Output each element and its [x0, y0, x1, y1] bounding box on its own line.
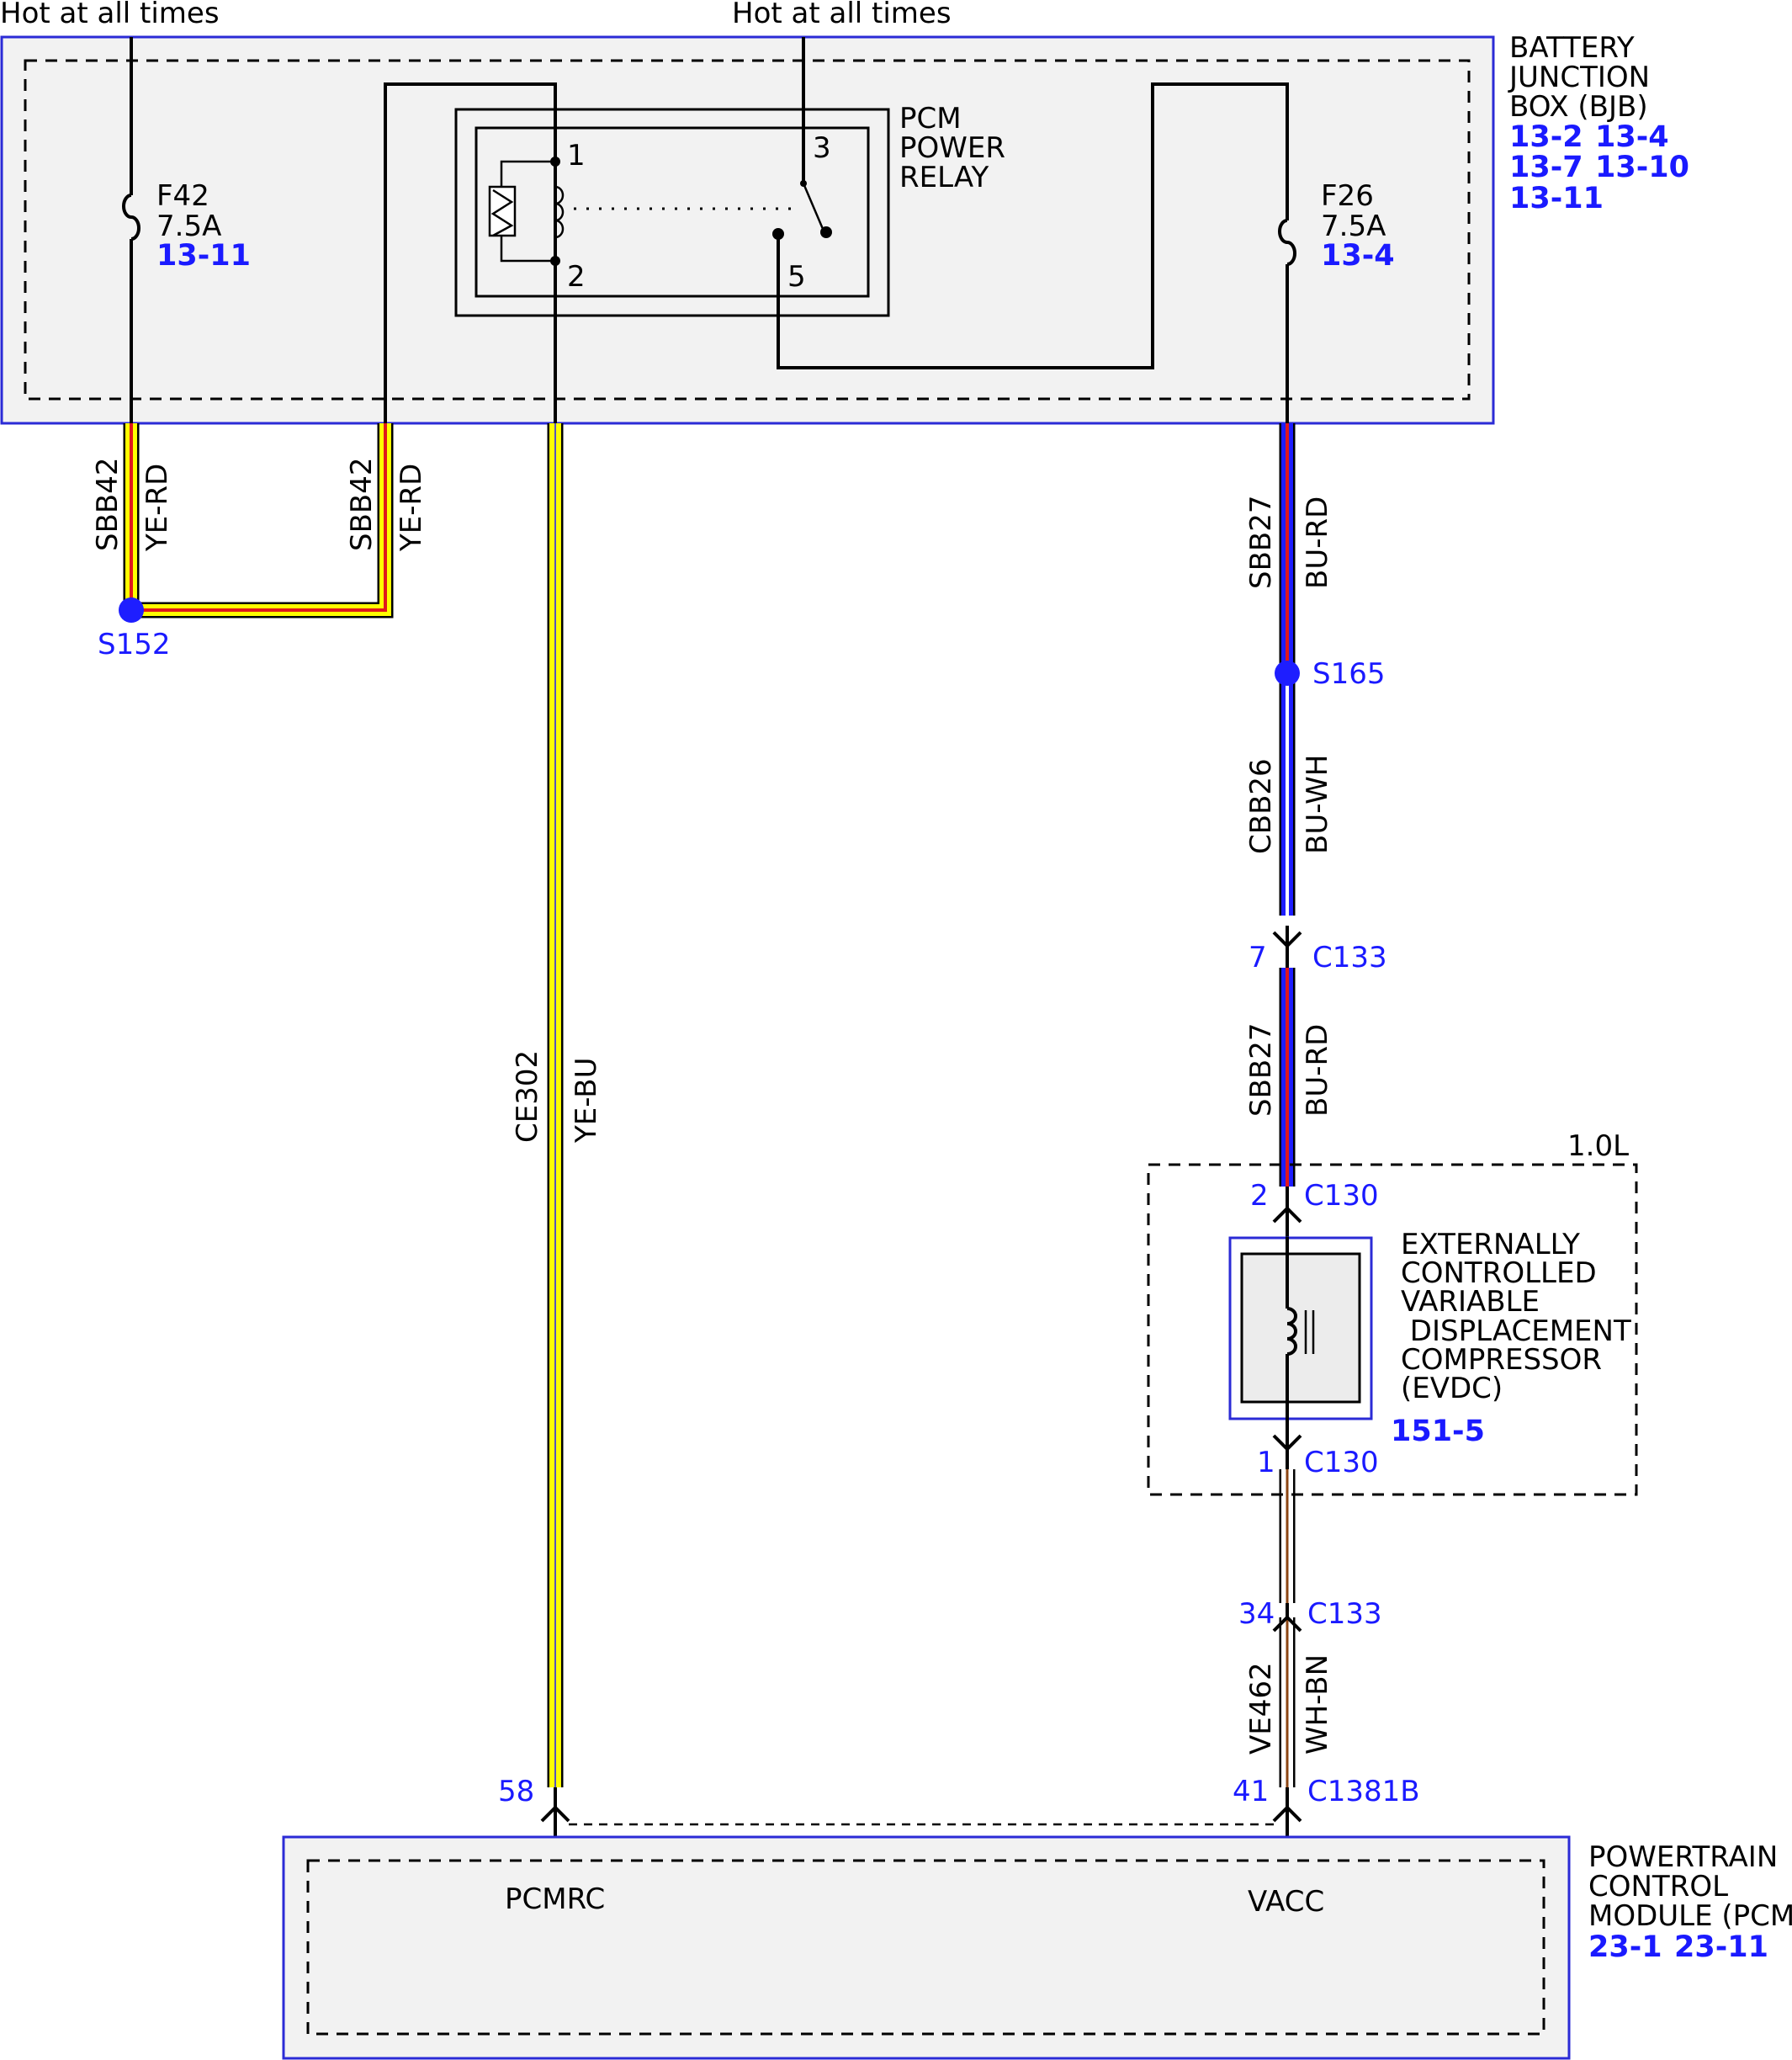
evdc-label-6: (EVDC) [1401, 1372, 1503, 1405]
c133-bottom-name: C133 [1307, 1597, 1382, 1631]
c130-top-pin: 2 [1250, 1179, 1269, 1213]
evdc-label-5: COMPRESSOR [1401, 1343, 1602, 1377]
power-label-right: Hot at all times [732, 0, 952, 30]
pcm-ref-23-11[interactable]: 23-11 [1674, 1930, 1768, 1964]
engine-option-boundary [1147, 1163, 1638, 1496]
relay-label-1: PCM [899, 102, 962, 135]
relay-label-2: POWER [899, 131, 1005, 165]
pcm-pin-pcmrc: PCMRC [505, 1882, 605, 1916]
wire-cbb26-circuit: CBB26 [1244, 758, 1278, 854]
wire-sbb42-left-circuit: SBB42 [91, 458, 125, 552]
c130-bottom-name: C130 [1304, 1446, 1379, 1479]
splice-s152-label: S152 [98, 628, 170, 661]
wire-sbb42-right-circuit: SBB42 [345, 458, 379, 552]
wire-sbb27-lower-color: BU-RD [1301, 1024, 1334, 1117]
wire-ce302-color: YE-BU [570, 1057, 603, 1144]
wire-sbb27-upper-color: BU-RD [1301, 496, 1334, 589]
pcm-label-2: CONTROL [1588, 1870, 1728, 1903]
c1381b-right-pin: 41 [1233, 1775, 1269, 1808]
c1381b-right-name: C1381B [1307, 1775, 1420, 1808]
fuse-f42-name: F42 [156, 179, 209, 213]
bjb-ref-13-7[interactable]: 13-7 [1509, 151, 1583, 184]
relay-pin-3: 3 [813, 131, 831, 165]
pcm-module [282, 1835, 1571, 2060]
wire-sbb42-left-color: YE-RD [140, 464, 174, 552]
fuse-f26-rating: 7.5A [1321, 210, 1386, 243]
c1381b-left-pin: 58 [498, 1775, 534, 1808]
bjb-ref-13-4[interactable]: 13-4 [1595, 120, 1669, 154]
power-label-left: Hot at all times [0, 0, 220, 30]
engine-option-label: 1.0L [1567, 1129, 1629, 1163]
wire-ve462-color: WH-BN [1301, 1654, 1334, 1755]
splice-s152[interactable] [119, 597, 144, 623]
wire-sbb27-upper-circuit: SBB27 [1244, 496, 1278, 590]
connector-symbols [540, 926, 1302, 1865]
splice-s165[interactable] [1275, 661, 1300, 686]
bjb-ref-13-11[interactable]: 13-11 [1509, 182, 1604, 215]
evdc-label-1: EXTERNALLY [1401, 1228, 1580, 1261]
battery-junction-box [0, 35, 1495, 425]
pcm-label-3: MODULE (PCM) [1588, 1899, 1792, 1933]
bjb-ref-13-10[interactable]: 13-10 [1595, 151, 1689, 184]
c130-bottom-pin: 1 [1257, 1446, 1275, 1479]
bjb-label-1: BATTERY [1509, 31, 1635, 65]
c133-bottom-pin: 34 [1238, 1597, 1275, 1631]
wire-sbb42-right-color: YE-RD [395, 464, 428, 552]
pcm-label-1: POWERTRAIN [1588, 1840, 1778, 1874]
relay-pin-1: 1 [567, 139, 586, 173]
c133-top-name: C133 [1312, 941, 1387, 974]
evdc-label-3: VARIABLE [1401, 1285, 1540, 1319]
wire-sbb27-lower-circuit: SBB27 [1244, 1023, 1278, 1118]
fuse-f42-rating: 7.5A [156, 210, 221, 243]
wire-ce302-circuit: CE302 [511, 1050, 544, 1143]
wire-ve462-circuit: VE462 [1244, 1662, 1278, 1755]
c130-top-name: C130 [1304, 1179, 1379, 1213]
pcm-ref-23-1[interactable]: 23-1 [1588, 1930, 1662, 1964]
fuse-f26-ref[interactable]: 13-4 [1321, 239, 1395, 273]
relay-label-3: RELAY [899, 161, 989, 194]
wire-sbb42-right[interactable] [131, 423, 394, 619]
splice-s165-label: S165 [1312, 657, 1385, 691]
bjb-ref-13-2[interactable]: 13-2 [1509, 120, 1583, 154]
pcm-power-relay [454, 108, 890, 317]
relay-pin-5: 5 [787, 260, 806, 294]
c133-top-pin: 7 [1249, 941, 1267, 974]
wire-cbb26-color: BU-WH [1301, 755, 1334, 854]
evdc-label-2: CONTROLLED [1401, 1256, 1597, 1290]
evdc-component[interactable] [1228, 1236, 1373, 1422]
evdc-label-4: DISPLACEMENT [1401, 1314, 1631, 1348]
bjb-label-2: JUNCTION [1508, 61, 1650, 94]
fuse-f42-ref[interactable]: 13-11 [156, 239, 251, 273]
evdc-ref[interactable]: 151-5 [1391, 1415, 1485, 1448]
fuse-f26-name: F26 [1321, 179, 1374, 213]
pcm-pin-vacc: VACC [1248, 1885, 1324, 1919]
relay-pin-2: 2 [567, 260, 586, 294]
bjb-label-3: BOX (BJB) [1509, 90, 1648, 124]
